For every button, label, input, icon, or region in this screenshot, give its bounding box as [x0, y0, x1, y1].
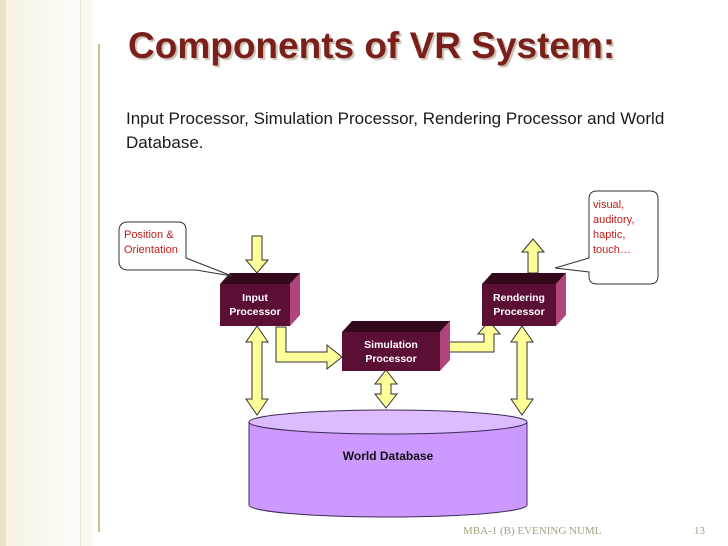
arrow-rendering-database — [510, 325, 534, 416]
simulation-processor-label-line2: Processor — [365, 353, 416, 365]
rendering-processor-box: Rendering Processor — [482, 273, 566, 326]
input-processor-label-line2: Processor — [229, 306, 280, 318]
left-decorative-band — [0, 0, 92, 546]
simulation-processor-label-line1: Simulation — [364, 339, 418, 351]
arrow-position-to-input — [244, 235, 270, 274]
arrow-simulation-to-rendering — [439, 320, 502, 353]
callout-right-line4: touch… — [593, 244, 631, 256]
simulation-processor-box: Simulation Processor — [342, 321, 450, 371]
callout-right-line2: auditory, — [593, 214, 634, 226]
arrow-input-to-simulation — [275, 326, 343, 371]
world-database-label: World Database — [343, 449, 434, 463]
callout-output-senses: visual, auditory, haptic, touch… — [554, 190, 659, 285]
callout-left-line2: Orientation — [124, 244, 178, 256]
callout-left-line1: Position & — [124, 229, 174, 241]
arrow-input-database — [245, 325, 269, 416]
slide-title: Components of VR System: — [128, 25, 616, 66]
rendering-processor-label-line2: Processor — [493, 306, 544, 318]
callout-right-line1: visual, — [593, 199, 624, 211]
arrow-simulation-database — [373, 369, 399, 409]
input-processor-box: Input Processor — [220, 273, 300, 326]
slide-subtitle: Input Processor, Simulation Processor, R… — [126, 109, 665, 152]
arrow-rendering-output — [520, 238, 546, 274]
rendering-processor-label-line1: Rendering — [493, 292, 545, 304]
vertical-divider — [98, 44, 100, 532]
callout-position-orientation: Position & Orientation — [118, 221, 233, 277]
page-number: 13 — [694, 525, 705, 537]
slide-footer: MBA-1 (B) EVENING NUML — [463, 525, 602, 537]
callout-right-line3: haptic, — [593, 229, 625, 241]
world-database: World Database — [248, 409, 528, 518]
input-processor-label-line1: Input — [242, 292, 268, 304]
